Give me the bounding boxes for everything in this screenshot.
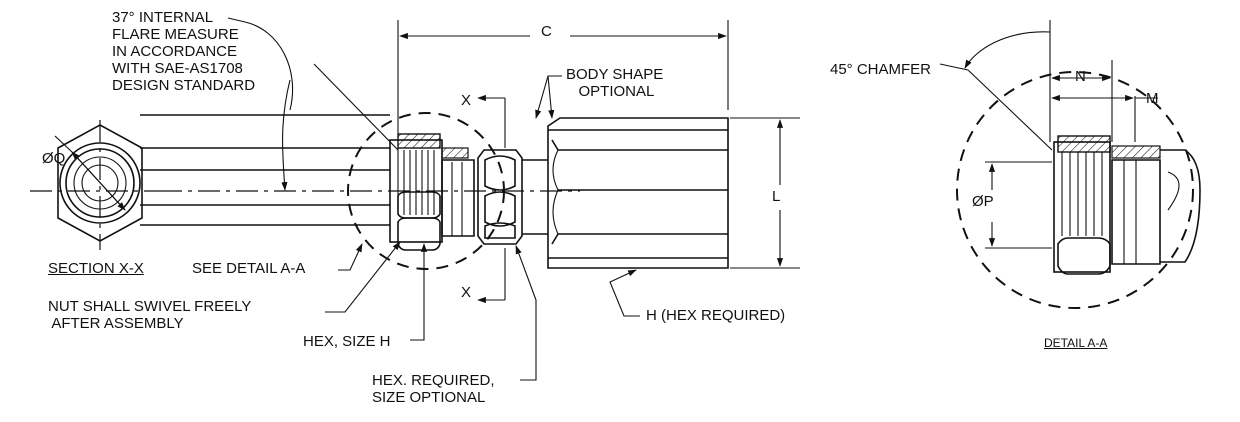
nut-swivel-note: NUT SHALL SWIVEL FREELY AFTER ASSEMBLY xyxy=(48,298,252,332)
section-xx-label: SECTION X-X xyxy=(48,260,144,277)
nut-body xyxy=(389,133,475,251)
x-bottom-label: X xyxy=(461,284,472,301)
body-hex xyxy=(547,117,729,269)
flare-angle-callout xyxy=(227,17,399,191)
dia-p-label: ØP xyxy=(972,193,994,210)
h-hex-required-label: H (HEX REQUIRED) xyxy=(646,307,786,324)
tube xyxy=(140,114,580,226)
body-shape-leader xyxy=(535,75,562,119)
detail-circle-ref xyxy=(347,112,505,270)
flare-note: 37° INTERNAL FLARE MEASURE IN ACCORDANCE… xyxy=(112,9,256,94)
detail-aa-label: DETAIL A-A xyxy=(1044,336,1108,350)
dim-l xyxy=(730,117,800,269)
small-hex xyxy=(477,149,548,245)
leaders xyxy=(325,241,640,381)
detail-aa-view xyxy=(939,20,1201,309)
hex-required-note: HEX. REQUIRED, SIZE OPTIONAL xyxy=(372,372,495,406)
x-top-label: X xyxy=(461,92,472,109)
dim-n-label: N xyxy=(1075,68,1086,85)
chamfer-label: 45° CHAMFER xyxy=(830,61,932,78)
dim-c-label: C xyxy=(541,23,552,40)
dim-m-label: M xyxy=(1146,90,1159,107)
dim-c xyxy=(397,20,729,134)
dim-l-label: L xyxy=(772,188,781,205)
section-cut-marks xyxy=(477,94,506,304)
body-shape-note: BODY SHAPE OPTIONAL xyxy=(566,66,664,100)
hex-size-h-label: HEX, SIZE H xyxy=(303,333,391,350)
see-detail-label: SEE DETAIL A-A xyxy=(192,260,306,277)
section-xx-view xyxy=(30,120,160,250)
dia-q-label: ØQ xyxy=(42,150,66,167)
